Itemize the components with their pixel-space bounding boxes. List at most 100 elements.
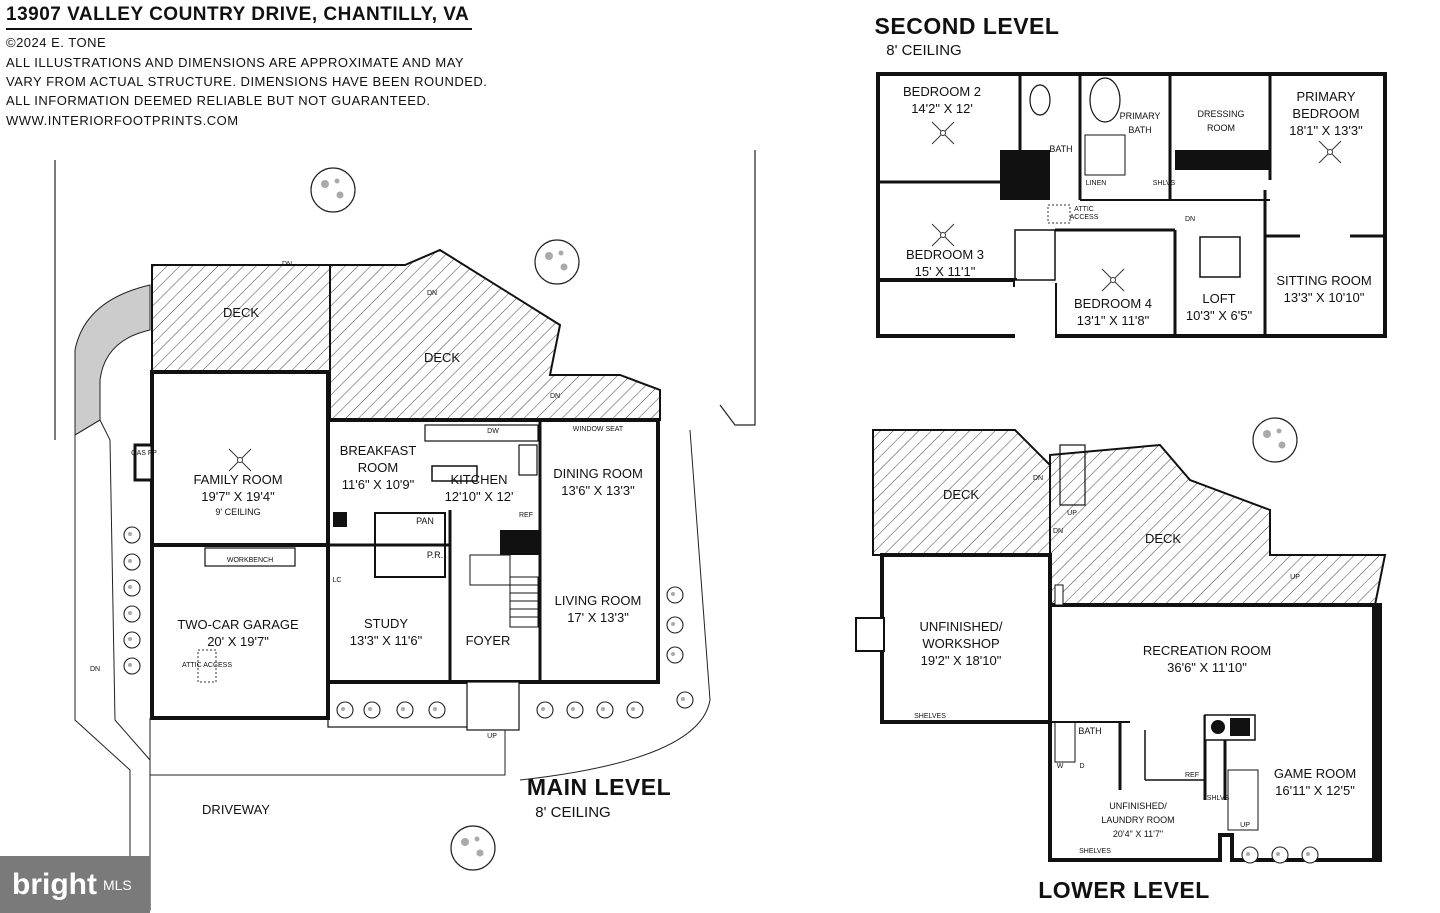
living-room-dimensions: 17' X 13'3" xyxy=(567,610,629,625)
lower-ref-label: REF xyxy=(1185,772,1199,779)
family-room-dimensions: 19'7" X 19'4" xyxy=(201,489,275,504)
lower-deck-right xyxy=(1049,443,1387,606)
lower-up-label-3: UP xyxy=(1240,822,1250,829)
shrub-icon xyxy=(363,701,381,719)
front-walk xyxy=(149,718,506,776)
gas-fireplace xyxy=(133,443,154,482)
primary-bedroom-label-2: BEDROOM xyxy=(1292,106,1360,121)
shrub-icon xyxy=(123,657,141,675)
kitchen-island xyxy=(431,465,478,482)
main-stairs xyxy=(469,554,539,628)
garage-dimensions: 20' X 19'7" xyxy=(207,634,269,649)
disclaimer-line-2: VARY FROM ACTUAL STRUCTURE. DIMENSIONS H… xyxy=(6,74,488,89)
tree-icon xyxy=(1252,417,1298,463)
porch-up-label: UP xyxy=(487,733,497,740)
primary-bedroom-dimensions: 18'1" X 13'3" xyxy=(1289,123,1363,138)
dryer-label: D xyxy=(1079,763,1085,770)
bath-label: BATH xyxy=(1049,144,1073,154)
attic-label: ATTIC xyxy=(1074,206,1094,213)
lower-deck-right-label: DECK xyxy=(1144,531,1182,546)
shrub-icon xyxy=(428,701,446,719)
shelves-label-2: SHELVES xyxy=(1079,848,1111,855)
breakfast-room-label-2: ROOM xyxy=(357,460,399,475)
copyright-text: ©2024 E. TONE xyxy=(6,35,107,50)
lower-bath-label: BATH xyxy=(1078,726,1102,736)
bedroom-2-label: BEDROOM 2 xyxy=(902,84,982,99)
lower-shelves-label: SHLVS xyxy=(1206,795,1230,802)
shrub-icon xyxy=(123,605,141,623)
washer-label: W xyxy=(1056,763,1064,770)
tree-icon xyxy=(534,239,580,285)
kitchen-dimensions: 12'10" X 12' xyxy=(444,489,514,504)
side-path xyxy=(74,419,151,911)
bedroom-4-label: BEDROOM 4 xyxy=(1073,296,1153,311)
sitting-room-label: SITTING ROOM xyxy=(1276,273,1372,288)
shrub-icon xyxy=(666,616,684,634)
lower-level-title: LOWER LEVEL xyxy=(1038,877,1210,903)
recreation-room-dimensions: 36'6" X 11'10" xyxy=(1167,660,1247,675)
second-level-title: SECOND LEVEL xyxy=(874,13,1060,39)
laundry-room-label-2: LAUNDRY ROOM xyxy=(1101,815,1175,825)
recreation-room-label: RECREATION ROOM xyxy=(1142,643,1272,658)
family-room-ceiling-note: 9' CEILING xyxy=(215,507,261,517)
website-text: WWW.INTERIORFOOTPRINTS.COM xyxy=(6,113,239,128)
shrub-icon xyxy=(1271,846,1289,864)
game-room-label: GAME ROOM xyxy=(1273,766,1357,781)
primary-bath-label-2: BATH xyxy=(1128,125,1152,135)
study-label: STUDY xyxy=(363,616,409,631)
shrub-icon xyxy=(676,691,694,709)
shrub-icon xyxy=(336,701,354,719)
dressing-room-label: DRESSING xyxy=(1197,109,1245,119)
access-label: ACCESS xyxy=(1069,214,1099,221)
stair-dn-label: DN xyxy=(1184,216,1196,223)
range xyxy=(518,444,538,476)
second-level-ceiling: 8' CEILING xyxy=(886,42,962,59)
powder-room-walls xyxy=(374,512,446,578)
main-house-walls xyxy=(326,418,660,684)
lower-up-label: UP xyxy=(1067,510,1077,517)
lower-dn-label-2: DN xyxy=(1052,528,1064,535)
chimney xyxy=(500,530,540,555)
laundry-room-label: UNFINISHED/ xyxy=(1109,801,1167,811)
walk-dn-label: DN xyxy=(89,666,101,673)
sitting-room-dimensions: 13'3" X 10'10" xyxy=(1283,290,1365,305)
watermark-suffix: MLS xyxy=(102,876,132,893)
front-steps xyxy=(466,681,520,731)
dining-room-label: DINING ROOM xyxy=(553,466,643,481)
tree-icon xyxy=(450,825,496,871)
shrub-icon xyxy=(123,579,141,597)
living-room-label: LIVING ROOM xyxy=(554,593,642,608)
main-deck-left-label: DECK xyxy=(222,305,260,320)
shelves-label: SHELVES xyxy=(914,713,946,720)
bedroom-2-dimensions: 14'2" X 12' xyxy=(911,101,973,116)
shrub-icon xyxy=(666,586,684,604)
shrub-icon xyxy=(596,701,614,719)
shrub-icon xyxy=(626,701,644,719)
breakfast-room-dimensions: 11'6" X 10'9" xyxy=(341,477,415,492)
property-line xyxy=(719,150,756,426)
refrigerator-label: REF xyxy=(519,512,533,519)
shrub-icon xyxy=(1301,846,1319,864)
tree-icon xyxy=(310,167,356,213)
primary-bedroom-label: PRIMARY xyxy=(1296,89,1356,104)
shrub-icon xyxy=(123,631,141,649)
lower-deck-left-label: DECK xyxy=(942,487,980,502)
lower-up-label-2: UP xyxy=(1290,574,1300,581)
bedroom-3-label: BEDROOM 3 xyxy=(905,247,985,262)
kitchen-label: KITCHEN xyxy=(450,472,508,487)
attic-access-label: ATTIC ACCESS xyxy=(181,662,233,669)
bright-mls-watermark: bright MLS xyxy=(0,856,150,913)
workbench xyxy=(204,547,296,567)
shrub-icon xyxy=(666,646,684,664)
pantry-label: PAN xyxy=(416,516,434,526)
shrub-icon xyxy=(1241,846,1259,864)
foyer-label: FOYER xyxy=(465,633,511,648)
workshop-label-2: WORKSHOP xyxy=(922,636,1000,651)
gas-fireplace-label: GAS FP xyxy=(131,450,157,457)
powder-room-label: P.R. xyxy=(426,550,444,560)
shelves-label: SHLVS xyxy=(1152,180,1176,187)
linen-closet-label: LC xyxy=(332,577,342,584)
planting-bed xyxy=(519,429,711,781)
column xyxy=(333,512,347,527)
